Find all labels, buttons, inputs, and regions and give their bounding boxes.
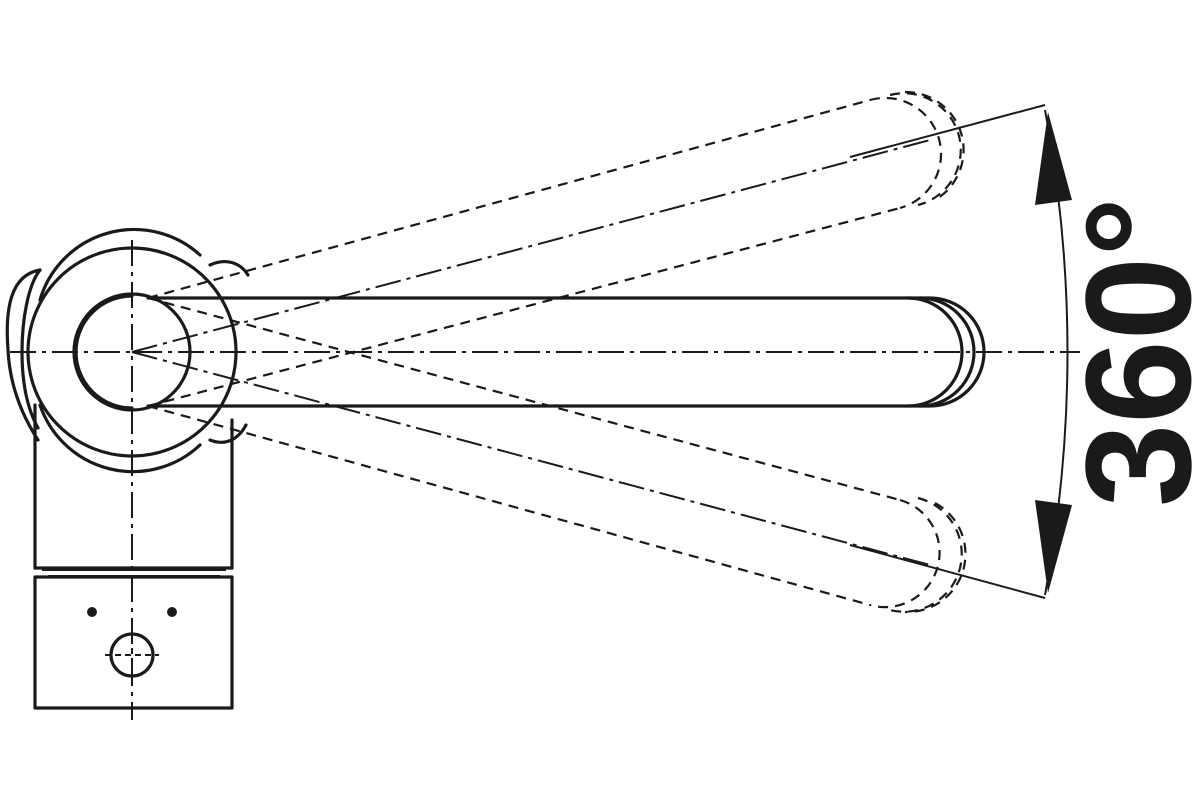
screw-hole-left	[87, 607, 97, 617]
spout-center-position	[146, 296, 986, 408]
screw-hole-right	[167, 607, 177, 617]
spout-upper-position	[131, 90, 965, 408]
mounting-base	[33, 569, 234, 710]
arrow-up-icon	[1035, 112, 1072, 205]
center-lines	[10, 240, 1080, 720]
rotation-angle-label: 360°	[1054, 197, 1200, 507]
spout-lower-position	[131, 296, 967, 614]
arrow-down-icon	[1035, 500, 1072, 593]
rotation-indicator	[849, 104, 1072, 599]
faucet-body	[5, 227, 250, 570]
